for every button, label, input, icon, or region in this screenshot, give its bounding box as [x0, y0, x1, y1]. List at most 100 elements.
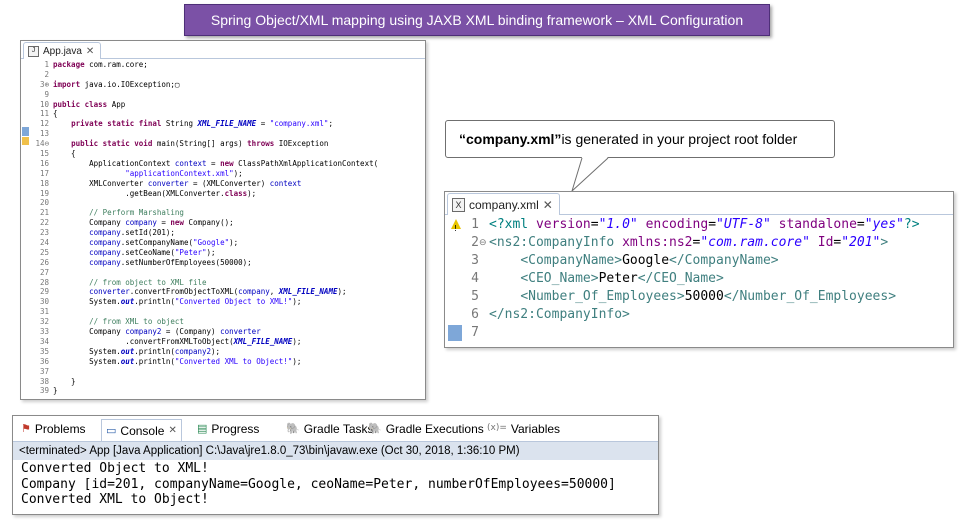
tab-label: App.java [43, 45, 82, 57]
line-number: 7 [471, 325, 479, 340]
callout-filename: “company.xml” [459, 131, 562, 147]
code-line: 5 <Number_Of_Employees>50000</Number_Of_… [445, 288, 953, 306]
line-number: 31 [39, 307, 49, 317]
code-line: 27 [31, 268, 421, 278]
console-status: <terminated> App [Java Application] C:\J… [13, 442, 658, 460]
warning-marker [22, 137, 29, 145]
tab-variables[interactable]: (x)= Variables [483, 420, 564, 437]
xml-file-icon: X [452, 197, 465, 212]
console-output[interactable]: Converted Object to XML! Company [id=201… [21, 461, 616, 508]
line-number: 39 [39, 386, 49, 396]
code-text: { [53, 109, 58, 119]
close-icon[interactable]: ✕ [168, 424, 177, 436]
line-number: 9 [44, 89, 49, 99]
callout-text: is generated in your project root folder [561, 131, 798, 147]
close-icon[interactable]: ✕ [85, 45, 95, 57]
code-line: 11 { [31, 109, 421, 119]
tab-gradle-tasks[interactable]: 🐘 Gradle Tasks [282, 420, 378, 437]
line-number: 28 [39, 277, 49, 287]
code-line: 12 private static final String XML_FILE_… [31, 119, 421, 129]
line-number: 19 [39, 188, 49, 198]
tab-label: Gradle Tasks [303, 421, 374, 436]
code-line: 17 "applicationContext.xml"); [31, 169, 421, 179]
xml-editor[interactable]: X company.xml ✕ 1 <?xml version="1.0" en… [444, 191, 954, 348]
code-line: 25 company.setCeoName("Peter"); [31, 248, 421, 258]
line-number: 15 [39, 149, 49, 159]
code-text: import java.io.IOException;▢ [53, 79, 180, 89]
line-number: 6 [471, 307, 479, 322]
code-text: Company company = new Company(); [53, 218, 234, 228]
gradle-icon: 🐘 [286, 422, 300, 435]
close-icon[interactable]: ✕ [542, 197, 553, 212]
line-number: 36 [39, 356, 49, 366]
line-number: 10 [39, 99, 49, 109]
line-number: 32 [39, 317, 49, 327]
xml-code-area[interactable]: 1 <?xml version="1.0" encoding="UTF-8" s… [445, 216, 953, 342]
code-line: 26 company.setNumberOfEmployees(50000); [31, 258, 421, 268]
code-text: "applicationContext.xml"); [125, 168, 243, 178]
code-text: .convertFromXMLToObject(XML_FILE_NAME); [53, 336, 302, 346]
tab-gradle-executions[interactable]: 🐘 Gradle Executions [364, 420, 488, 437]
code-text: System.out.println("Converted XML to Obj… [53, 356, 302, 366]
overview-ruler [21, 59, 31, 399]
code-text: System.out.println("Converted Object to … [53, 297, 302, 307]
tab-progress[interactable]: ▤ Progress [193, 420, 263, 437]
code-line: 6 </ns2:CompanyInfo> [445, 306, 953, 324]
tab-console[interactable]: ▭ Console ✕ [101, 419, 182, 441]
tab-company-xml[interactable]: X company.xml ✕ [447, 193, 560, 215]
line-number: 22 [39, 218, 49, 228]
tab-label: company.xml [469, 197, 539, 212]
current-line-marker [448, 325, 462, 341]
tab-label: Gradle Executions [385, 421, 484, 436]
problems-icon: ⚑ [21, 422, 31, 435]
code-text: company.setCompanyName("Google"); [89, 238, 239, 248]
line-number: 11 [39, 109, 49, 119]
line-number: 13 [39, 129, 49, 139]
code-line: 31 [31, 307, 421, 317]
line-number: 24 [39, 238, 49, 248]
code-line: 2 ⊖ <ns2:CompanyInfo xmlns:ns2="com.ram.… [445, 234, 953, 252]
callout-pointer [570, 157, 609, 193]
code-text: System.out.println(company2); [53, 346, 221, 356]
line-number: 16 [39, 158, 49, 168]
code-line: 22 Company company = new Company(); [31, 218, 421, 228]
line-number: 4 [471, 271, 479, 286]
console-view[interactable]: ⚑ Problems ▭ Console ✕ ▤ Progress 🐘 Grad… [12, 415, 659, 515]
code-line: 13 [31, 129, 421, 139]
code-line: 35 System.out.println(company2); [31, 347, 421, 357]
code-line: 29 converter.convertFromObjectToXML(comp… [31, 287, 421, 297]
code-line: 18 XMLConverter converter = (XMLConverte… [31, 179, 421, 189]
code-text: // from object to XML file [53, 277, 207, 287]
code-line: 4 <CEO_Name>Peter</CEO_Name> [445, 270, 953, 288]
line-number: 35 [39, 346, 49, 356]
code-line: 16 ApplicationContext context = new Clas… [31, 159, 421, 169]
tab-app-java[interactable]: J App.java ✕ [23, 42, 102, 59]
line-number: 5 [471, 289, 479, 304]
code-text: private static final String XML_FILE_NAM… [71, 119, 333, 129]
console-line: Company [id=201, companyName=Google, ceo… [21, 476, 616, 492]
code-line: 23 company.setId(201); [31, 228, 421, 238]
code-line: 38 } [31, 377, 421, 387]
code-line: 1 <?xml version="1.0" encoding="UTF-8" s… [445, 216, 953, 238]
code-line: 14⊖ public static void main(String[] arg… [31, 139, 421, 149]
code-line: 2 [31, 70, 421, 80]
code-line: 36 System.out.println("Converted XML to … [31, 357, 421, 367]
tab-label: Variables [510, 421, 561, 436]
code-text: company.setId(201); [89, 228, 175, 238]
banner-title: Spring Object/XML mapping using JAXB XML… [210, 12, 744, 28]
code-line: 21 // Perform Marshaling [31, 208, 421, 218]
code-text: public static void main(String[] args) t… [71, 139, 329, 149]
code-text: public class App [53, 99, 126, 109]
code-line: 10 public class App [31, 100, 421, 110]
xml-editor-tabbar: X company.xml ✕ [445, 192, 953, 215]
tab-problems[interactable]: ⚑ Problems [17, 420, 90, 437]
line-number: 25 [39, 247, 49, 257]
code-text: .getBean(XMLConverter.class); [53, 188, 257, 198]
code-text: company.setNumberOfEmployees(50000); [89, 257, 252, 267]
view-tabbar: ⚑ Problems ▭ Console ✕ ▤ Progress 🐘 Grad… [13, 416, 658, 442]
variables-icon: (x)= [487, 423, 507, 433]
fold-collapse-icon[interactable]: ⊖ [479, 238, 487, 248]
line-number: 29 [39, 287, 49, 297]
